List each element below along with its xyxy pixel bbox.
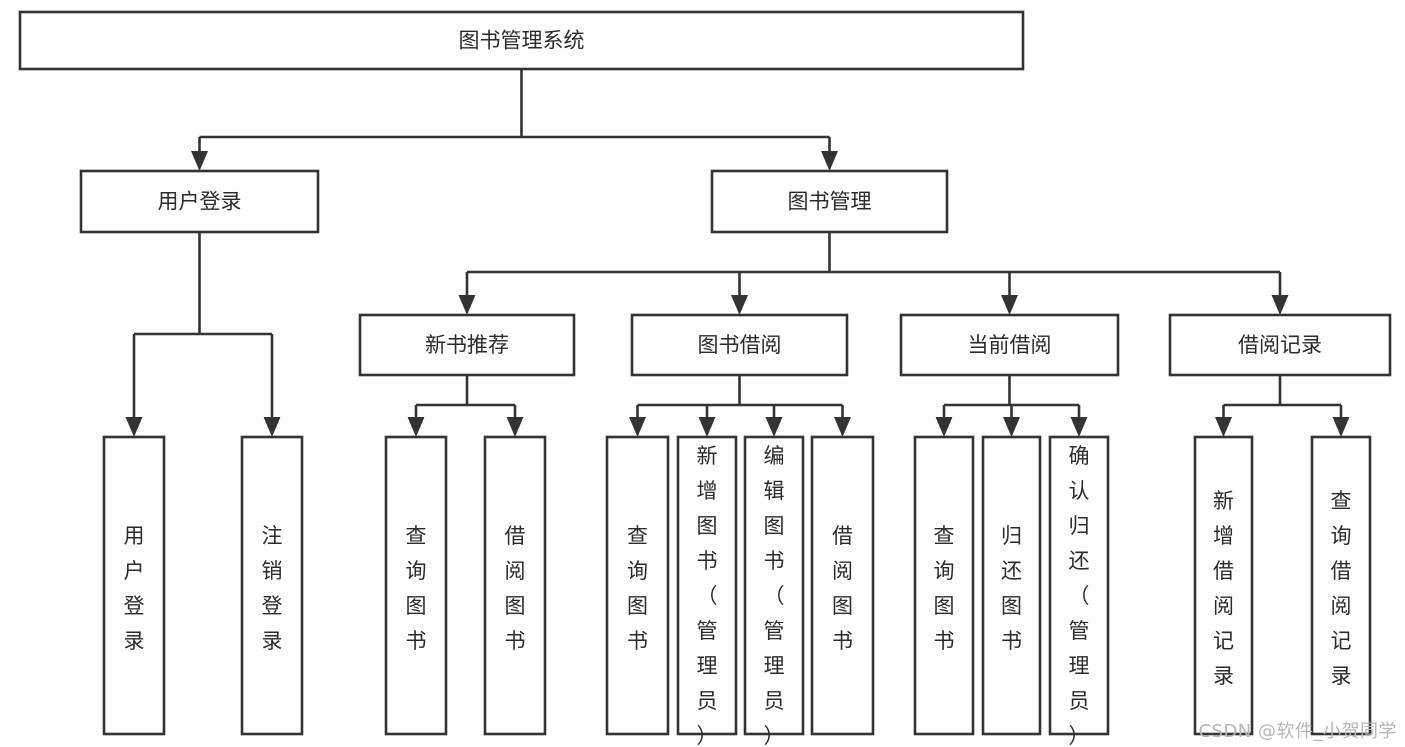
node-label: 编辑图书（管理员） <box>764 444 785 747</box>
node-n-book-borrow[interactable]: 图书借阅 <box>630 313 849 377</box>
node-box[interactable] <box>483 435 547 736</box>
arrow-head-icon <box>191 151 208 171</box>
node-l-cur-query-book[interactable]: 查询图书 <box>913 435 975 736</box>
arrow-head-icon <box>821 151 838 171</box>
node-label: 当前借阅 <box>968 333 1052 357</box>
node-l-bor-borrow-book[interactable]: 借阅图书 <box>810 435 875 736</box>
node-box[interactable] <box>913 435 975 736</box>
node-layer: 图书管理系统用户登录图书管理新书推荐图书借阅当前借阅借阅记录用户登录注销登录查询… <box>18 10 1392 747</box>
arrow-head-icon <box>834 417 851 437</box>
node-box[interactable] <box>810 435 875 736</box>
arrow-head-icon <box>1271 295 1289 315</box>
node-box[interactable] <box>102 435 166 736</box>
node-l-rec-borrow-book[interactable]: 借阅图书 <box>483 435 547 736</box>
node-n-borrow-record[interactable]: 借阅记录 <box>1168 313 1392 377</box>
node-label: 查询图书 <box>627 524 648 653</box>
node-label: 归还图书 <box>1001 524 1022 653</box>
node-label: 图书管理系统 <box>459 29 585 53</box>
node-l-rcd-add-record[interactable]: 新增借阅记录 <box>1193 435 1254 736</box>
node-l-user-logout[interactable]: 注销登录 <box>240 435 304 736</box>
arrow-head-icon <box>506 417 524 437</box>
arrow-head-icon <box>1003 417 1020 437</box>
node-l-cur-confirm-return[interactable]: 确认归还（管理员） <box>1048 435 1110 747</box>
csdn-watermark: CSDN @软件_小贺同学 <box>1198 721 1397 742</box>
arrow-head-icon <box>125 417 143 437</box>
node-label: 新增图书（管理员） <box>697 444 718 747</box>
node-box[interactable] <box>79 169 320 234</box>
node-l-rcd-query-record[interactable]: 查询借阅记录 <box>1310 435 1372 736</box>
node-box[interactable] <box>384 435 448 736</box>
node-label: 查询借阅记录 <box>1331 489 1352 688</box>
arrow-head-icon <box>731 295 748 315</box>
node-label: 新增借阅记录 <box>1213 489 1234 688</box>
arrow-head-icon <box>263 417 281 437</box>
arrow-head-icon <box>407 417 425 437</box>
node-box[interactable] <box>358 313 576 377</box>
node-box[interactable] <box>605 435 670 736</box>
node-l-bor-add-book[interactable]: 新增图书（管理员） <box>676 435 738 747</box>
node-label: 借阅记录 <box>1238 333 1322 357</box>
node-box[interactable] <box>1193 435 1254 736</box>
node-box[interactable] <box>676 435 738 736</box>
node-n-new-book-rec[interactable]: 新书推荐 <box>358 313 576 377</box>
node-label: 图书借阅 <box>698 333 782 357</box>
node-n-user-login[interactable]: 用户登录 <box>79 169 320 234</box>
arrow-head-icon <box>1070 417 1088 437</box>
node-l-rec-query-book[interactable]: 查询图书 <box>384 435 448 736</box>
arrow-head-icon <box>1001 295 1018 315</box>
node-l-bor-edit-book[interactable]: 编辑图书（管理员） <box>743 435 805 747</box>
arrow-head-icon <box>935 417 953 437</box>
node-label: 用户登录 <box>158 190 242 214</box>
node-label: 借阅图书 <box>505 524 526 653</box>
node-l-cur-return-book[interactable]: 归还图书 <box>981 435 1042 736</box>
node-box[interactable] <box>981 435 1042 736</box>
node-l-user-login[interactable]: 用户登录 <box>102 435 166 736</box>
connector-layer <box>125 69 1350 437</box>
node-label: 新书推荐 <box>425 333 509 357</box>
node-box[interactable] <box>1048 435 1110 736</box>
arrow-head-icon <box>458 295 476 315</box>
node-n-book-manage[interactable]: 图书管理 <box>710 169 949 234</box>
node-label: 注销登录 <box>262 524 283 653</box>
node-box[interactable] <box>1310 435 1372 736</box>
arrow-head-icon <box>765 417 783 437</box>
node-box[interactable] <box>1168 313 1392 377</box>
arrow-head-icon <box>1332 417 1350 437</box>
node-root[interactable]: 图书管理系统 <box>18 10 1025 71</box>
node-label: 确认归还（管理员） <box>1069 444 1090 747</box>
node-n-current-borrow[interactable]: 当前借阅 <box>899 313 1120 377</box>
node-box[interactable] <box>630 313 849 377</box>
node-box[interactable] <box>743 435 805 736</box>
node-box[interactable] <box>899 313 1120 377</box>
node-box[interactable] <box>240 435 304 736</box>
node-box[interactable] <box>710 169 949 234</box>
arrow-head-icon <box>1215 417 1232 437</box>
node-box[interactable] <box>18 10 1025 71</box>
node-l-bor-query-book[interactable]: 查询图书 <box>605 435 670 736</box>
node-label: 查询图书 <box>406 524 427 653</box>
node-label: 借阅图书 <box>832 524 853 653</box>
node-label: 查询图书 <box>934 524 955 653</box>
node-label: 用户登录 <box>124 524 145 653</box>
arrow-head-icon <box>629 417 646 437</box>
node-label: 图书管理 <box>788 190 872 214</box>
arrow-head-icon <box>698 417 716 437</box>
